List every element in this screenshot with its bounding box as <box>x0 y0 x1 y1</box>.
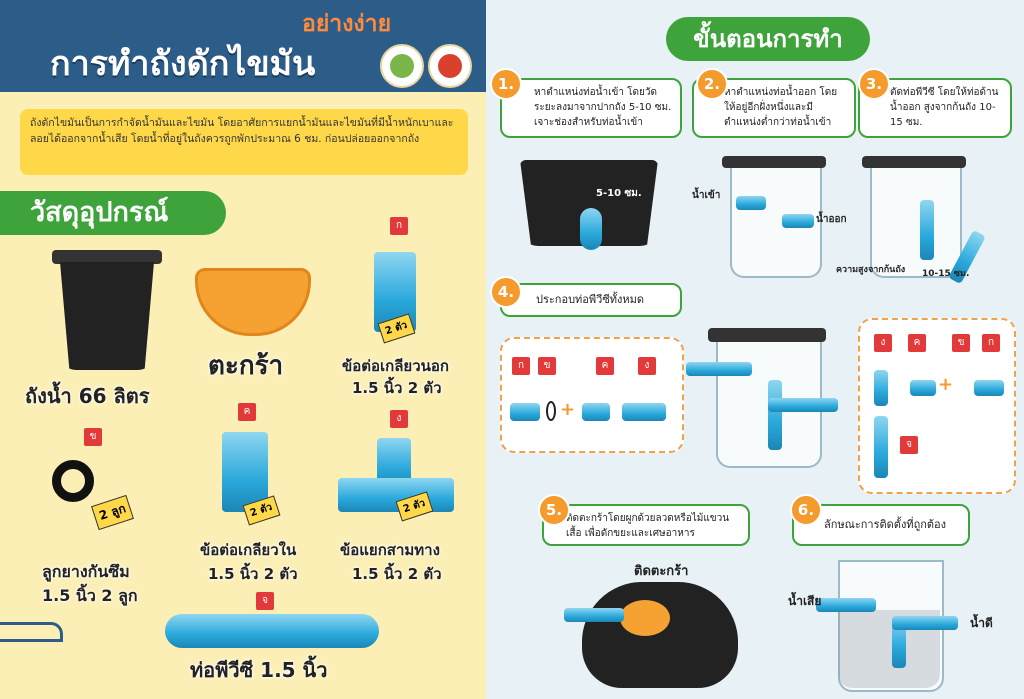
step5-number: 5. <box>538 494 570 526</box>
step4-tag-kho: ข <box>538 357 556 375</box>
step4-number: 4. <box>490 276 522 308</box>
step4-r-tee <box>874 370 888 406</box>
outer-connector-qty: 1.5 นิ้ว 2 ตัว <box>352 379 442 397</box>
step5-basket-label: ติดตะกร้า <box>634 564 689 579</box>
inner-connector-qty: 1.5 นิ้ว 2 ตัว <box>208 565 298 583</box>
step6-out-label: น้ำดี <box>970 616 993 630</box>
step2-in-label: น้ำเข้า <box>692 190 721 201</box>
logo-right <box>428 44 472 88</box>
right-panel: ขั้นตอนการทำ หาตำแหน่งท่อน้ำเข้า โดยวัดร… <box>486 0 1024 699</box>
tee-body-illustration <box>338 478 454 512</box>
step4-r-tag-ngo: ง <box>874 334 892 352</box>
tee-label: ข้อแยกสามทาง <box>340 541 440 559</box>
step4-tag-ngo: ง <box>638 357 656 375</box>
step1-measure: 5-10 ซม. <box>596 188 642 199</box>
step2-inlet <box>736 196 766 210</box>
step1-inlet <box>580 208 602 250</box>
tag-two-balls: 2 ลูก <box>91 494 135 531</box>
rubber-ring-qty: 1.5 นิ้ว 2 ลูก <box>42 586 138 605</box>
step2-out-label: น้ำออก <box>816 214 847 225</box>
tag-kho2: ค <box>238 403 256 421</box>
step2-lid <box>722 156 826 168</box>
bucket-lid <box>52 250 162 264</box>
left-panel: การทำถังดักไขมัน อย่างง่าย ถังดักไขมันเป… <box>0 0 486 699</box>
step6-number: 6. <box>790 494 822 526</box>
step6-inlet <box>816 598 876 612</box>
tap-decoration <box>0 622 63 642</box>
tee-qty: 1.5 นิ้ว 2 ตัว <box>352 565 442 583</box>
step3-bucket <box>870 168 962 278</box>
step3-measure: 10-15 ซม. <box>922 269 970 279</box>
step5-box: ติดตะกร้าโดยผูกด้วยลวดหรือไม้แขวนเสื้อ เ… <box>542 504 750 546</box>
step4-ring <box>546 401 556 421</box>
step4-part-c <box>582 403 610 421</box>
rubber-ring-label: ลูกยางกันซึม <box>42 562 130 581</box>
step4-vertical-pipe <box>768 380 782 450</box>
tag-cho: จ <box>256 592 274 610</box>
bucket-body <box>60 262 154 370</box>
bucket-label: ถังน้ำ 66 ลิตร <box>25 384 150 408</box>
step4-r-tag-ko: ก <box>982 334 1000 352</box>
step1-number: 1. <box>490 68 522 100</box>
step4-box: ประกอบท่อพีวีซีทั้งหมด <box>500 283 682 317</box>
step6-in-label: น้ำเสีย <box>788 594 822 608</box>
pvc-pipe-label: ท่อพีวีซี 1.5 นิ้ว <box>190 658 328 682</box>
step1-box: หาตำแหน่งท่อน้ำเข้า โดยวัดระยะลงมาจากปาก… <box>500 78 682 138</box>
step4-plus: + <box>560 399 576 420</box>
header: การทำถังดักไขมัน อย่างง่าย <box>0 0 486 92</box>
step3-pipe <box>920 200 934 260</box>
step4-r-tag-kho2: ค <box>908 334 926 352</box>
step4-outlet-pipe <box>768 398 838 412</box>
step3-height-label: ความสูงจากก้นถัง <box>836 265 906 275</box>
step6-outlet <box>892 616 958 630</box>
step2-number: 2. <box>696 68 728 100</box>
step4-r-tag-kho: ข <box>952 334 970 352</box>
step4-tag-kho2: ค <box>596 357 614 375</box>
step4-r-part-c <box>910 380 936 396</box>
tag-ko: ก <box>390 217 408 235</box>
intro-text: ถังดักไขมันเป็นการกำจัดน้ำมันและไขมัน โด… <box>20 109 468 175</box>
tag-ngo: ง <box>390 410 408 428</box>
step3-number: 3. <box>858 68 890 100</box>
step3-lid <box>862 156 966 168</box>
basket-label: ตะกร้า <box>208 351 284 381</box>
materials-title: วัสดุอุปกรณ์ <box>0 191 226 235</box>
step4-tag-ko: ก <box>512 357 530 375</box>
page-title: การทำถังดักไขมัน <box>50 44 316 84</box>
step4-r-tag-cho: จ <box>900 436 918 454</box>
page-subtitle: อย่างง่าย <box>302 11 392 37</box>
step4-part-a <box>510 403 540 421</box>
step4-part-d <box>622 403 666 421</box>
step5-inlet <box>564 608 624 622</box>
outer-connector-label: ข้อต่อเกลียวนอก <box>342 357 449 375</box>
step5-basket <box>620 600 670 636</box>
step4-r-plus: + <box>938 374 954 395</box>
step4-r-pipe <box>874 416 888 478</box>
step4-inlet-pipe <box>686 362 752 376</box>
step4-parts-right: ง ค ข ก + จ <box>858 318 1016 494</box>
basket-illustration <box>195 268 311 336</box>
step2-outlet <box>782 214 814 228</box>
step4-lid <box>708 328 826 342</box>
logo-left <box>380 44 424 88</box>
tag-kho: ข <box>84 428 102 446</box>
rubber-ring-illustration <box>52 460 94 502</box>
inner-connector-label: ข้อต่อเกลียวใน <box>200 541 297 559</box>
step4-parts-left: ก ข ค ง + <box>500 337 684 453</box>
steps-title: ขั้นตอนการทำ <box>666 17 870 61</box>
step5-bucket <box>582 582 738 688</box>
pvc-pipe-illustration <box>165 614 379 648</box>
step4-r-part-a <box>974 380 1004 396</box>
